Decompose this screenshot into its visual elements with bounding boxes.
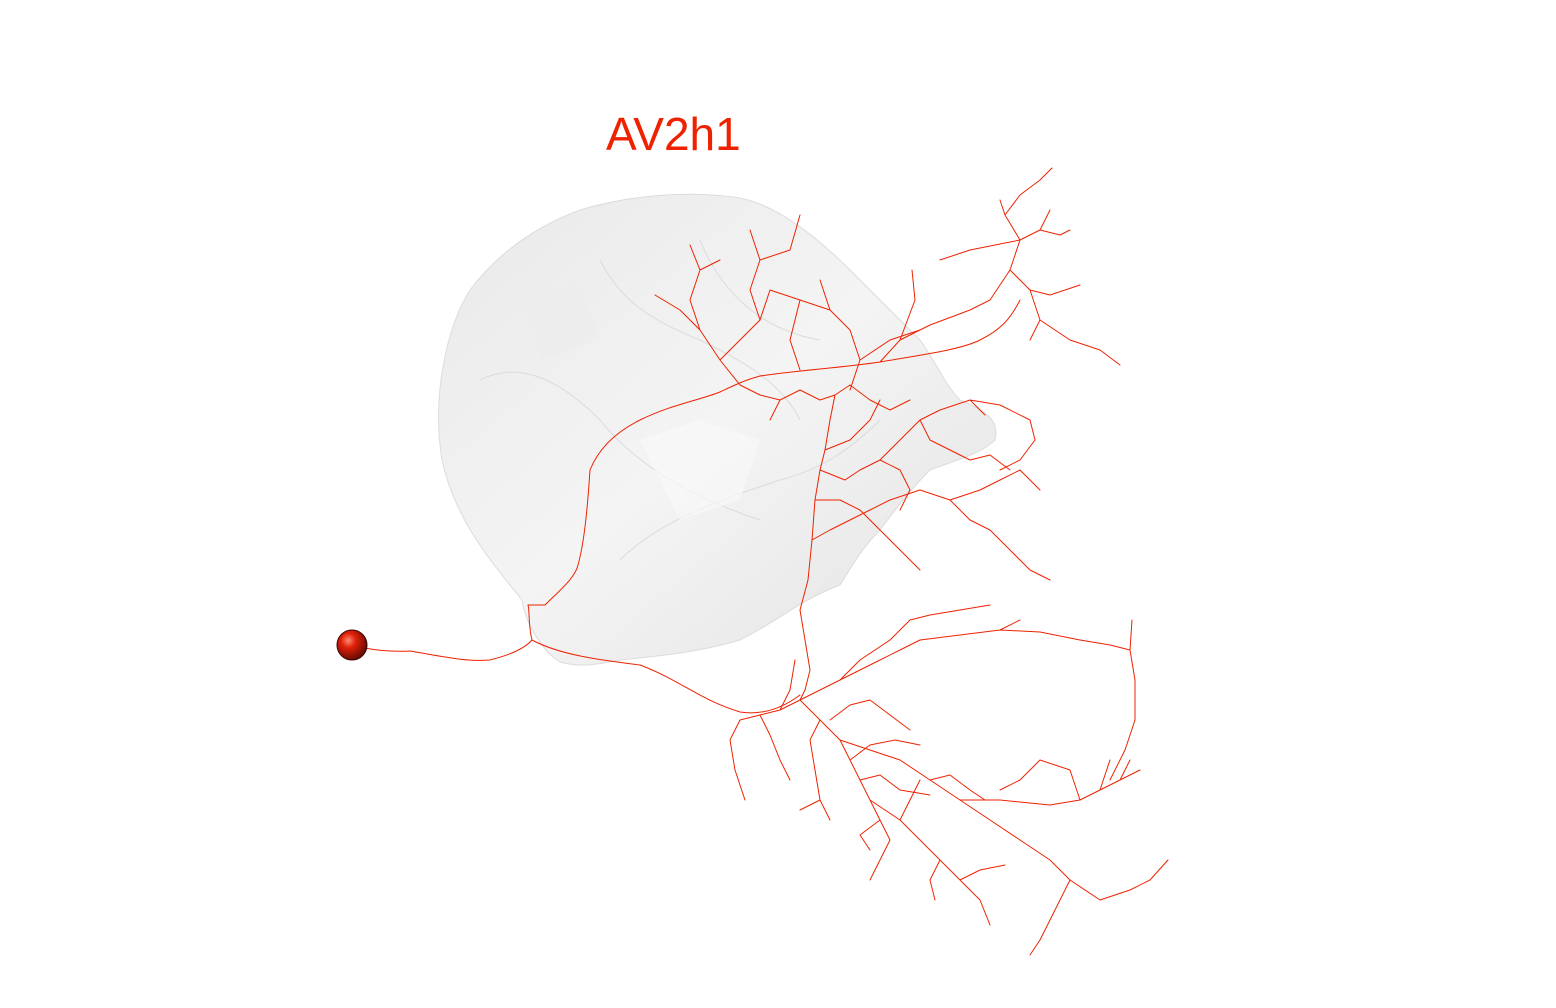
soma-sphere [336,629,368,661]
neuropil-mesh [438,193,997,666]
neuron-name-label: AV2h1 [606,108,741,160]
neuron-skeleton [351,167,1169,956]
